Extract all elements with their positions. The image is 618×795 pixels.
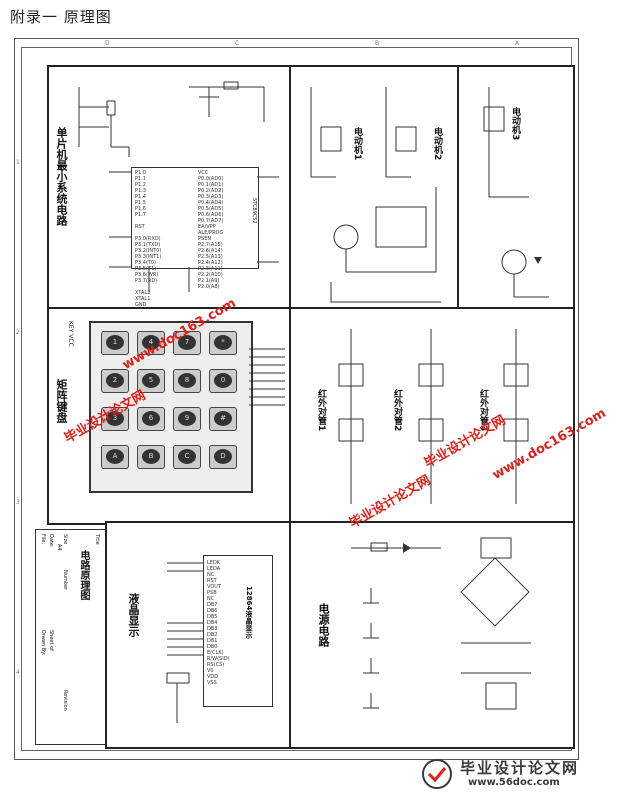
motor3-circuit xyxy=(459,67,571,307)
key-a[interactable]: A xyxy=(101,445,129,469)
logo-badge-icon xyxy=(420,757,454,791)
lcd-pins: LEDK LEDA NC RST VOUT PSB NC DB7 DB6 DB5… xyxy=(207,560,230,686)
key-4[interactable]: 4 xyxy=(137,331,165,355)
mcu-label: 单片机最小系统电路 xyxy=(55,127,68,226)
page-heading: 附录一 原理图 xyxy=(10,8,112,26)
motor2-label: 电动机2 xyxy=(432,127,442,161)
lcd-chip: LEDK LEDA NC RST VOUT PSB NC DB7 DB6 DB5… xyxy=(203,555,273,707)
title-block-date-label: Date: xyxy=(48,534,54,548)
grid-side-1: 1 xyxy=(16,159,20,166)
motor3-panel: 电动机3 xyxy=(457,65,575,311)
motor1-label: 电动机1 xyxy=(352,127,362,161)
key-6[interactable]: 6 xyxy=(137,407,165,431)
keypad-wires xyxy=(249,309,289,509)
key-d[interactable]: D xyxy=(209,445,237,469)
sensor2-label: 红外对管2 xyxy=(392,389,402,432)
key-8[interactable]: 8 xyxy=(173,369,201,393)
key-star[interactable]: * xyxy=(209,331,237,355)
title-block-size-label: Size xyxy=(62,534,68,545)
site-logo: 毕业设计论文网 www.56doc.com xyxy=(420,757,610,791)
logo-title: 毕业设计论文网 xyxy=(460,759,580,777)
title-block-title: 电路原理图 xyxy=(78,550,89,600)
title-block-drawn-label: Drawn By: xyxy=(40,630,46,656)
key-3[interactable]: 3 xyxy=(101,407,129,431)
grid-top-c: C xyxy=(235,40,240,47)
title-block-size: A4 xyxy=(56,544,62,551)
lcd-wires xyxy=(107,523,207,743)
title-block-number-label: Number xyxy=(62,570,68,591)
schematic-sheet: D C B A 1 2 3 4 单片机最小系统电路 P1.0 P1.1 P1.2… xyxy=(14,38,579,760)
grid-side-2: 2 xyxy=(16,329,20,336)
keypad-device: 1 4 7 * 2 5 8 0 3 6 9 # A B C D xyxy=(89,321,253,493)
keypad-label: 矩阵键盘 xyxy=(55,379,68,423)
title-block-file-label: File: xyxy=(40,534,46,545)
title-block: Title 电路原理图 Size A4 Number Revision Date… xyxy=(35,529,107,745)
crystal-circuit xyxy=(49,67,289,157)
mcu-pin-wires xyxy=(49,67,289,307)
key-0[interactable]: 0 xyxy=(209,369,237,393)
key-hash[interactable]: # xyxy=(209,407,237,431)
sensor3-label: 红外对管3 xyxy=(478,389,488,432)
mcu-pins-right: VCC P0.0(AD0) P0.1(AD1) P0.2(AD2) P0.3(A… xyxy=(198,170,224,290)
key-2[interactable]: 2 xyxy=(101,369,129,393)
grid-side-3: 3 xyxy=(16,499,20,506)
mcu-chip: P1.0 P1.1 P1.2 P1.3 P1.4 P1.5 P1.6 P1.7 … xyxy=(131,167,259,308)
sensors-circuit xyxy=(291,309,571,521)
title-block-revision-label: Revision xyxy=(62,690,68,711)
title-block-title-label: Title xyxy=(94,534,100,545)
power-label: 电源电路 xyxy=(317,603,330,647)
logo-url: www.56doc.com xyxy=(468,777,560,788)
lcd-panel: 液晶显示 LEDK LEDA NC RST VOUT PSB NC DB7 DB… xyxy=(105,521,293,749)
lcd-chip-name: 12864液晶显示 xyxy=(245,586,253,639)
title-block-sheet-label: Sheet of xyxy=(48,630,54,651)
key-1[interactable]: 1 xyxy=(101,331,129,355)
grid-top-b: B xyxy=(375,40,380,47)
mcu-panel: 单片机最小系统电路 P1.0 P1.1 P1.2 P1.3 P1.4 P1.5 … xyxy=(47,65,293,311)
mcu-pins-left: P1.0 P1.1 P1.2 P1.3 P1.4 P1.5 P1.6 P1.7 … xyxy=(135,170,162,308)
grid-top-a: A xyxy=(515,40,520,47)
sensor1-label: 红外对管1 xyxy=(316,389,326,432)
power-circuit xyxy=(291,523,571,745)
grid-top-d: D xyxy=(105,40,110,47)
motor12-circuit xyxy=(291,67,457,307)
motor12-panel: 电动机1 电动机2 xyxy=(289,65,461,311)
grid-side-4: 4 xyxy=(16,669,20,676)
key-b[interactable]: B xyxy=(137,445,165,469)
keypad-side-label: KEY VCC xyxy=(67,321,74,347)
sensors-panel: 红外对管1 红外对管2 红外对管3 xyxy=(289,307,575,525)
lcd-label: 液晶显示 xyxy=(127,593,140,637)
key-9[interactable]: 9 xyxy=(173,407,201,431)
mcu-chip-name: STC89C52 xyxy=(251,198,257,224)
key-7[interactable]: 7 xyxy=(173,331,201,355)
key-c[interactable]: C xyxy=(173,445,201,469)
power-panel: 电源电路 xyxy=(289,521,575,749)
motor3-label: 电动机3 xyxy=(510,107,520,141)
key-5[interactable]: 5 xyxy=(137,369,165,393)
